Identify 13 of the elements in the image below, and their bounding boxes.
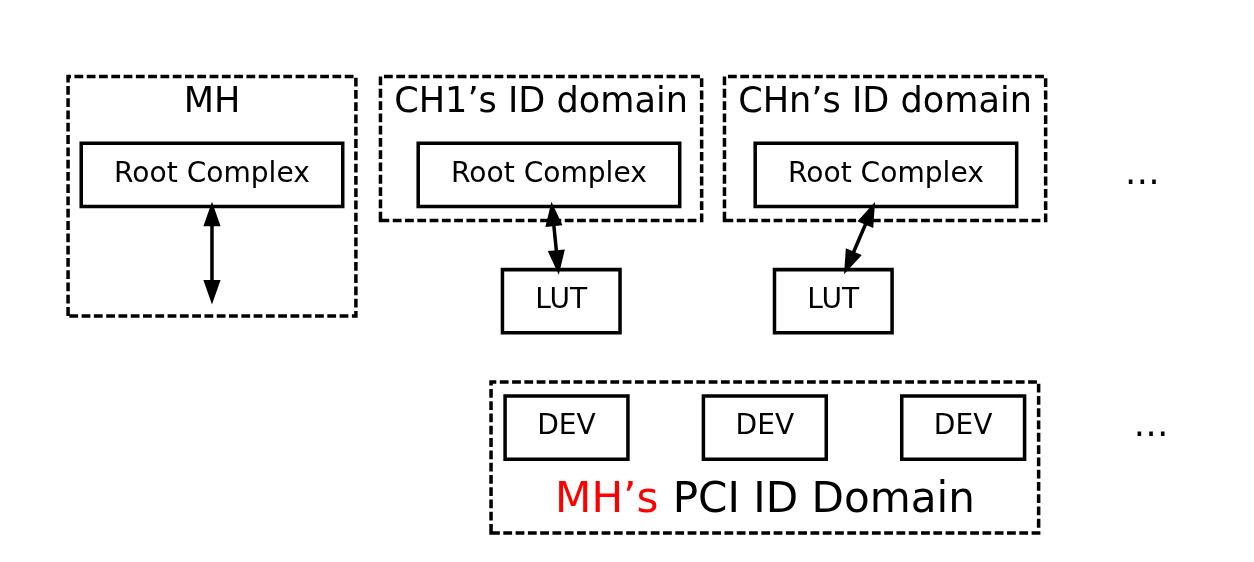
node-box: DEV xyxy=(899,394,1026,461)
arrow xyxy=(202,201,221,305)
node-box: Root Complex xyxy=(415,141,681,209)
label: … xyxy=(1124,150,1160,192)
node-box: Root Complex xyxy=(752,141,1018,209)
label: … xyxy=(1132,403,1169,445)
node-box: LUT xyxy=(772,267,894,335)
node-box: Root Complex xyxy=(78,141,344,209)
node-box: DEV xyxy=(701,394,828,461)
arrow xyxy=(843,202,875,275)
arrow xyxy=(544,201,565,275)
node-box: DEV xyxy=(502,394,630,461)
node-box: LUT xyxy=(500,267,622,335)
